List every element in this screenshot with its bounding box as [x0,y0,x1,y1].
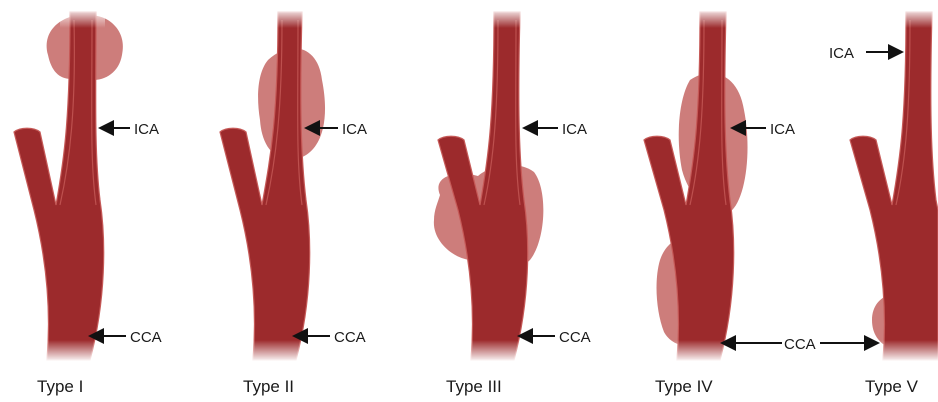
type-label: Type II [243,377,294,396]
ica-label: ICA [562,121,587,138]
ica-label: ICA [342,121,367,138]
panel-type-5: ICA Type V [829,8,938,396]
panel-type-1: ICA CCA Type I [14,8,162,396]
type-label: Type IV [655,377,713,396]
type-label: Type III [446,377,502,396]
type-label: Type V [865,377,919,396]
carotid-vessel [644,12,734,360]
carotid-vessel [438,12,528,360]
carotid-vessel [850,12,938,360]
panel-type-4: ICA Type IV [644,8,795,396]
cca-label: CCA [784,336,816,353]
cca-label: CCA [559,329,591,346]
panel-type-2: ICA CCA Type II [220,8,367,396]
ica-label: ICA [770,121,795,138]
panel-type-3: ICA CCA Type III [434,8,591,396]
type-label: Type I [37,377,83,396]
cca-label: CCA [130,329,162,346]
cca-label: CCA [334,329,366,346]
carotid-vessel [220,12,310,360]
ica-label: ICA [829,45,854,62]
shared-cca-callout: CCA [722,336,878,353]
ica-label: ICA [134,121,159,138]
